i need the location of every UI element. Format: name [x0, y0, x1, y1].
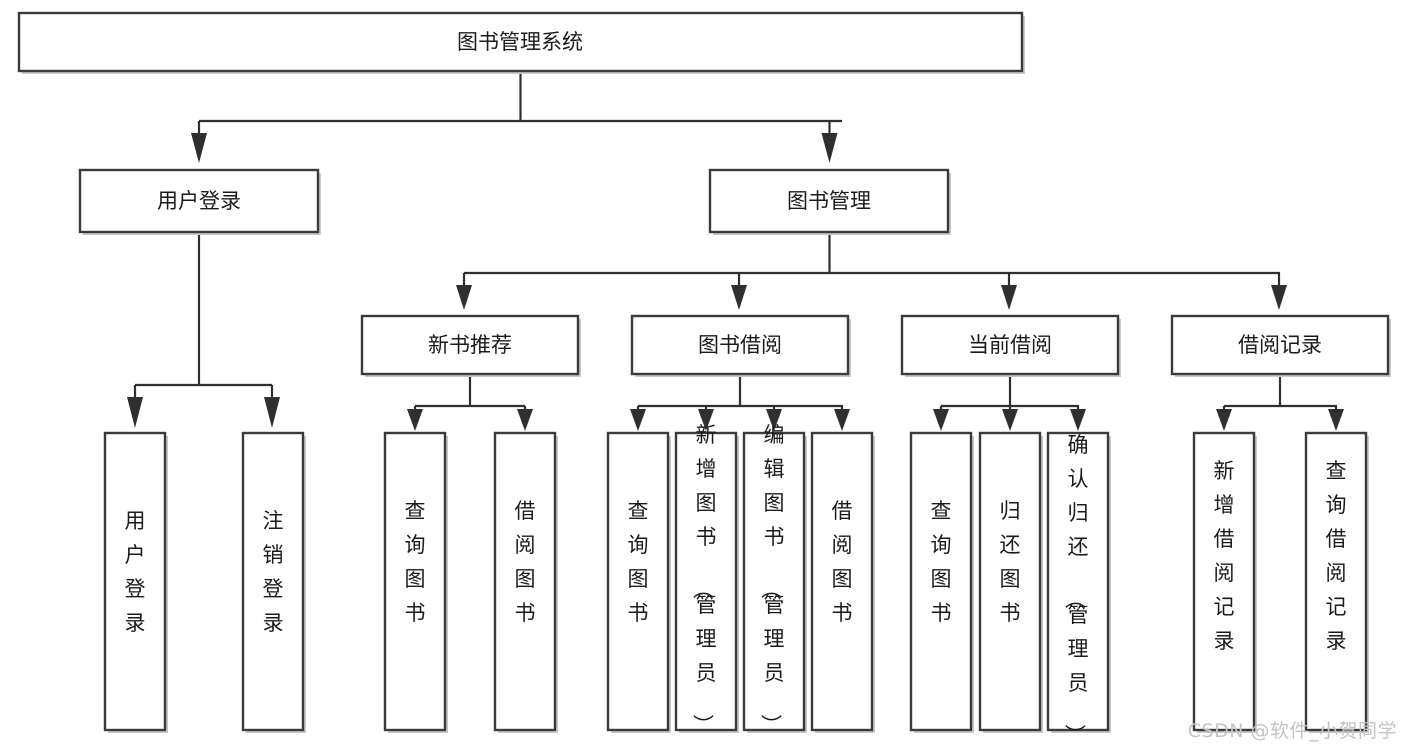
leaf-borrow-book-2-label: 借阅图书: [832, 499, 853, 625]
node-current-borrow-box: [900, 314, 1120, 376]
leaf-query-book-2-box: [606, 431, 670, 732]
arrowhead-leaf-query-record: [1328, 409, 1344, 431]
leaf-logout-box: [241, 431, 305, 732]
leaf-query-book-3[interactable]: 查询图书: [909, 431, 974, 733]
node-book-manage[interactable]: 图书管理: [708, 168, 951, 235]
leaf-confirm-return-admin-box: [1046, 431, 1110, 732]
node-root-box: [17, 11, 1024, 73]
node-borrow-record[interactable]: 借阅记录: [1170, 314, 1391, 377]
leaf-user-login-box: [103, 431, 167, 732]
arrowhead-leaf-logout: [264, 397, 280, 428]
leaf-query-book-1[interactable]: 查询图书: [383, 431, 448, 733]
arrowhead-borrow-record: [1271, 285, 1287, 310]
arrowhead-leaf-confirm-return-admin: [1070, 409, 1086, 431]
arrowhead-leaf-edit-book-admin: [766, 409, 782, 431]
leaf-return-book-label: 归还图书: [1000, 499, 1021, 625]
arrowhead-leaf-borrow-book-2: [834, 409, 850, 431]
leaf-borrow-book-1[interactable]: 借阅图书: [493, 431, 558, 733]
arrowhead-leaf-add-record: [1216, 409, 1232, 431]
node-root[interactable]: 图书管理系统: [17, 11, 1025, 74]
node-borrow-record-box: [1170, 314, 1390, 376]
leaf-borrow-book-2[interactable]: 借阅图书: [810, 431, 875, 733]
node-borrow-record-label: 借阅记录: [1238, 333, 1322, 357]
leaf-borrow-book-1-box: [493, 431, 557, 732]
leaf-query-record-box: [1304, 431, 1368, 732]
leaf-edit-book-admin-box: [742, 431, 806, 732]
leaf-query-record[interactable]: 查询借阅记录: [1304, 431, 1369, 733]
leaf-user-login-label: 用户登录: [125, 509, 146, 635]
arrowhead-leaf-query-book-1: [407, 409, 423, 431]
arrowhead-leaf-return-book: [1002, 409, 1018, 431]
arrowhead-leaf-user-login: [127, 397, 143, 428]
node-user-login-box: [78, 168, 320, 234]
leaf-query-book-2-label: 查询图书: [628, 499, 649, 625]
node-current-borrow[interactable]: 当前借阅: [900, 314, 1121, 377]
leaf-query-book-3-label: 查询图书: [931, 499, 952, 625]
leaf-add-record[interactable]: 新增借阅记录: [1192, 431, 1257, 733]
node-user-login-label: 用户登录: [157, 189, 241, 213]
node-new-book-rec[interactable]: 新书推荐: [360, 314, 581, 377]
arrowhead-book-borrow: [731, 285, 747, 310]
leaf-confirm-return-admin[interactable]: 确认归还（管理员）: [1046, 431, 1111, 745]
arrowhead-leaf-query-book-3: [933, 409, 949, 431]
arrowhead-leaf-borrow-book-1: [517, 409, 533, 431]
leaf-add-book-admin-box: [674, 431, 738, 732]
leaf-add-book-admin-label: 新增图书（管理员）: [691, 423, 717, 735]
csdn-watermark: CSDN @软件_小贺同学: [1187, 720, 1397, 742]
leaf-logout[interactable]: 注销登录: [241, 431, 306, 733]
arrowhead-leaf-add-book-admin: [698, 409, 714, 431]
leaf-query-book-2[interactable]: 查询图书: [606, 431, 671, 733]
node-book-borrow[interactable]: 图书借阅: [630, 314, 851, 377]
leaf-query-book-1-box: [383, 431, 447, 732]
leaf-edit-book-admin-label: 编辑图书（管理员）: [759, 423, 785, 735]
leaf-add-record-box: [1192, 431, 1256, 732]
leaf-confirm-return-admin-label: 确认归还（管理员）: [1063, 433, 1089, 745]
leaf-edit-book-admin[interactable]: 编辑图书（管理员）: [742, 423, 807, 735]
connectors-layer: [127, 72, 1344, 431]
leaf-return-book-box: [978, 431, 1042, 732]
leaf-user-login[interactable]: 用户登录: [103, 431, 168, 733]
leaf-borrow-book-1-label: 借阅图书: [515, 499, 536, 625]
leaf-add-book-admin[interactable]: 新增图书（管理员）: [674, 423, 739, 735]
leaf-query-record-label: 查询借阅记录: [1326, 459, 1347, 653]
arrowhead-user-login: [191, 133, 207, 163]
node-book-manage-label: 图书管理: [787, 189, 871, 213]
arrowhead-book-manage: [821, 133, 838, 163]
node-new-book-rec-label: 新书推荐: [428, 333, 512, 357]
node-current-borrow-label: 当前借阅: [968, 333, 1052, 357]
node-book-borrow-box: [630, 314, 850, 376]
leaf-query-book-1-label: 查询图书: [405, 499, 426, 625]
leaf-borrow-book-2-box: [810, 431, 874, 732]
node-new-book-rec-box: [360, 314, 580, 376]
arrowhead-new-book-rec: [456, 285, 472, 310]
leaf-add-record-label: 新增借阅记录: [1214, 459, 1235, 653]
node-book-manage-box: [708, 168, 950, 234]
arrowhead-current-borrow: [1001, 285, 1017, 310]
arrowhead-leaf-query-book-2: [630, 409, 646, 431]
node-root-label: 图书管理系统: [457, 30, 583, 54]
node-user-login[interactable]: 用户登录: [78, 168, 321, 235]
leaf-return-book[interactable]: 归还图书: [978, 431, 1043, 733]
node-book-borrow-label: 图书借阅: [698, 333, 782, 357]
leaf-logout-label: 注销登录: [263, 509, 284, 635]
leaf-query-book-3-box: [909, 431, 973, 732]
